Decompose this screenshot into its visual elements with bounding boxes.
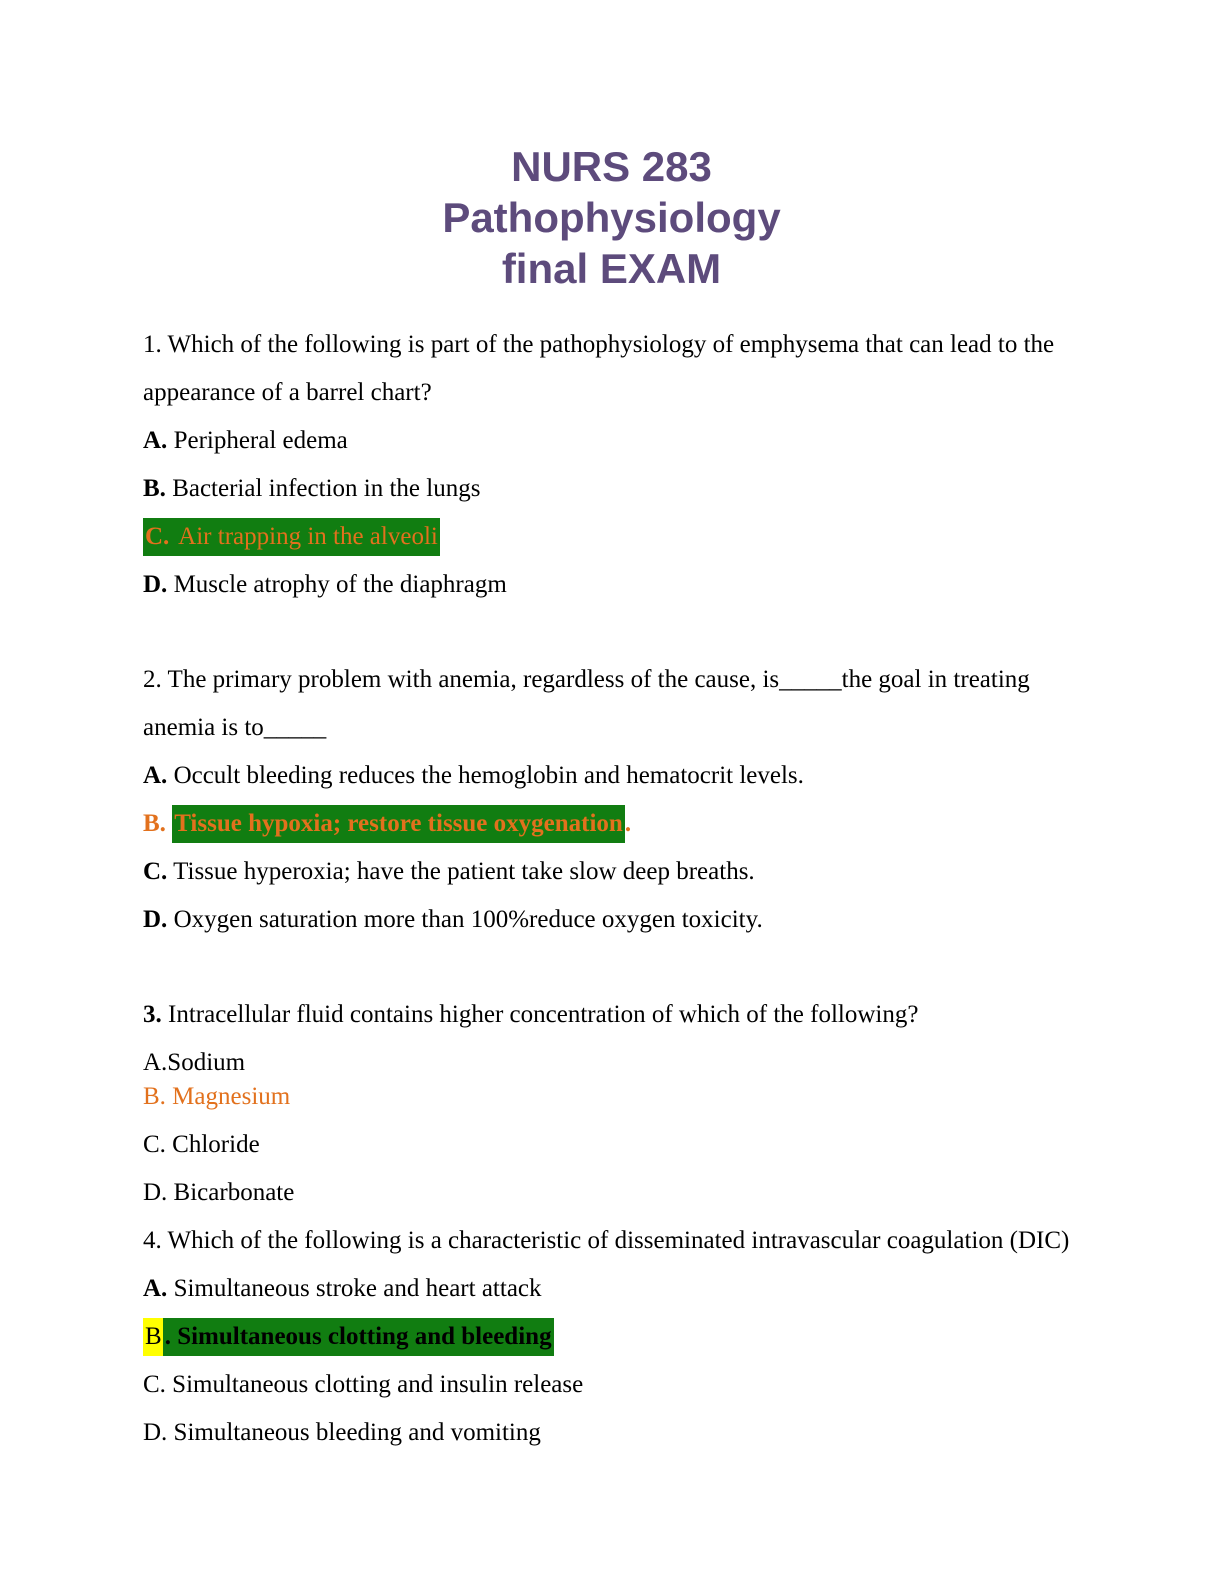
- text-segment: Tissue hypoxia; restore tissue oxygenati…: [172, 805, 625, 843]
- text-segment: D. Bicarbonate: [143, 1179, 295, 1206]
- text-segment: 2. The primary problem with anemia, rega…: [143, 666, 1030, 741]
- answer-option-c: C. Chloride: [143, 1121, 1080, 1169]
- question-prompt: 4. Which of the following is a character…: [143, 1217, 1080, 1265]
- text-segment: A.: [143, 1275, 168, 1302]
- question-block: 4. Which of the following is a character…: [143, 1217, 1080, 1457]
- text-segment: Oxygen saturation more than 100%reduce o…: [167, 906, 763, 933]
- question-prompt: 1. Which of the following is part of the…: [143, 321, 1080, 417]
- text-segment: 1. Which of the following is part of the…: [143, 331, 1055, 406]
- text-segment: 3.: [143, 1001, 162, 1028]
- text-segment: B.: [143, 475, 166, 502]
- question-block: 3. Intracellular fluid contains higher c…: [143, 991, 1080, 1217]
- question-block: 1. Which of the following is part of the…: [143, 321, 1080, 609]
- text-segment: Tissue hyperoxia; have the patient take …: [167, 858, 755, 885]
- answer-option-d: D. Muscle atrophy of the diaphragm: [143, 561, 1080, 609]
- text-segment: Air trapping in the alveoli: [171, 518, 440, 556]
- text-segment: B. Magnesium: [143, 1083, 291, 1110]
- answer-option-c: C. Air trapping in the alveoli: [143, 513, 1080, 561]
- title-line-subject: Pathophysiology: [442, 194, 781, 241]
- title-line-course: NURS 283: [511, 143, 712, 190]
- question-prompt: 2. The primary problem with anemia, rega…: [143, 656, 1080, 752]
- text-segment: B.: [143, 810, 166, 837]
- text-segment: . Simultaneous clotting and bleeding: [162, 1318, 554, 1356]
- answer-option-b: B. Tissue hypoxia; restore tissue oxygen…: [143, 800, 1080, 848]
- question-block: 2. The primary problem with anemia, rega…: [143, 656, 1080, 944]
- text-segment: Muscle atrophy of the diaphragm: [167, 571, 507, 598]
- text-segment: A.Sodium: [143, 1049, 246, 1076]
- text-segment: B: [143, 1318, 163, 1356]
- answer-option-b: B. Simultaneous clotting and bleeding: [143, 1313, 1080, 1361]
- question-prompt: 3. Intracellular fluid contains higher c…: [143, 991, 1080, 1039]
- answer-option-d: D. Bicarbonate: [143, 1169, 1080, 1217]
- text-segment: D.: [143, 906, 168, 933]
- answer-option-a: A. Occult bleeding reduces the hemoglobi…: [143, 752, 1080, 800]
- answer-option-c: C. Tissue hyperoxia; have the patient ta…: [143, 848, 1080, 896]
- answer-option-c: C. Simultaneous clotting and insulin rel…: [143, 1361, 1080, 1409]
- text-segment: A.: [143, 762, 168, 789]
- answer-option-b: B. Bacterial infection in the lungs: [143, 465, 1080, 513]
- text-segment: Intracellular fluid contains higher conc…: [161, 1001, 919, 1028]
- text-segment: C. Chloride: [143, 1131, 260, 1158]
- title-line-exam: final EXAM: [501, 245, 722, 292]
- answer-option-d: D. Simultaneous bleeding and vomiting: [143, 1409, 1080, 1457]
- text-segment: D. Simultaneous bleeding and vomiting: [143, 1419, 541, 1446]
- answer-option-b: B. Magnesium: [143, 1073, 1080, 1121]
- answer-option-a: A. Simultaneous stroke and heart attack: [143, 1265, 1080, 1313]
- text-segment: Peripheral edema: [167, 427, 348, 454]
- text-segment: D.: [143, 571, 168, 598]
- questions: 1. Which of the following is part of the…: [143, 321, 1080, 1457]
- text-segment: A.: [143, 427, 168, 454]
- text-segment: C.: [143, 518, 172, 556]
- answer-option-a: A.Sodium: [143, 1039, 1080, 1087]
- text-segment: .: [624, 810, 632, 837]
- answer-option-d: D. Oxygen saturation more than 100%reduc…: [143, 896, 1080, 944]
- answer-option-a: A. Peripheral edema: [143, 417, 1080, 465]
- text-segment: C. Simultaneous clotting and insulin rel…: [143, 1371, 584, 1398]
- text-segment: 4. Which of the following is a character…: [143, 1227, 1070, 1254]
- document-content: NURS 283 Pathophysiology final EXAM 1. W…: [143, 141, 1080, 1457]
- text-segment: Simultaneous stroke and heart attack: [167, 1275, 542, 1302]
- text-segment: Occult bleeding reduces the hemoglobin a…: [167, 762, 804, 789]
- text-segment: Bacterial infection in the lungs: [165, 475, 481, 502]
- text-segment: C.: [143, 858, 168, 885]
- page-title: NURS 283 Pathophysiology final EXAM: [143, 141, 1080, 294]
